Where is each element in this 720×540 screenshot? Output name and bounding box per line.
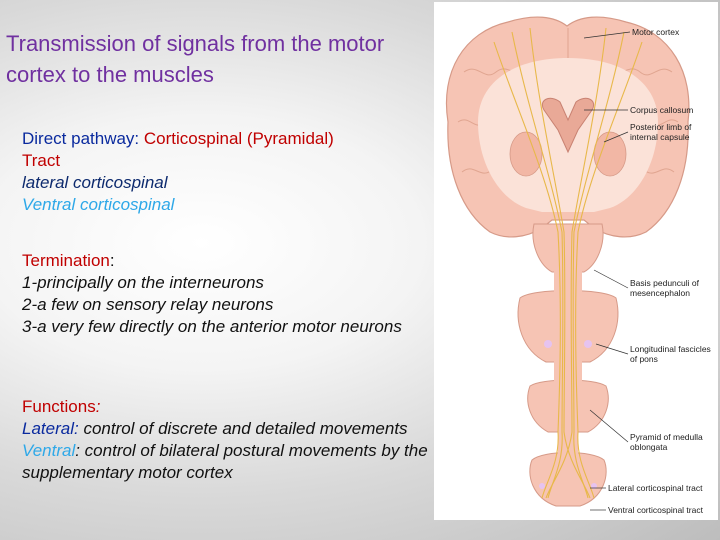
- tract-word: Tract: [22, 151, 61, 170]
- lateral-function-label: Lateral:: [22, 419, 79, 438]
- termination-item: 2-a few on sensory relay neurons: [22, 295, 274, 314]
- corpus-callosum-label: Corpus callosum: [630, 105, 694, 115]
- corticospinal-fibers: [493, 27, 643, 499]
- slide-title: Transmission of signals from the motor c…: [6, 31, 385, 87]
- longitudinal-fascicles-label: Longitudinal fascicles of pons: [630, 344, 711, 364]
- direct-pathway-block: Direct pathway: Corticospinal (Pyramidal…: [22, 128, 442, 216]
- termination-colon: :: [109, 251, 115, 270]
- termination-block: Termination: 1-principally on the intern…: [22, 250, 442, 338]
- pons-shape: [517, 290, 619, 363]
- functions-colon: :: [95, 397, 101, 416]
- basis-pedunculi-label: Basis pedunculi of mesencephalon: [630, 278, 699, 298]
- tract-name: Corticospinal (Pyramidal): [143, 129, 334, 148]
- ventral-corticospinal: Ventral corticospinal: [22, 195, 175, 214]
- medulla-shape: [527, 379, 609, 433]
- direct-pathway-label: Direct pathway:: [22, 129, 140, 148]
- ventral-function-label: Ventral: [22, 441, 76, 460]
- brain-section-drawing: [446, 16, 690, 511]
- posterior-limb-label: Posterior limb of internal capsule: [630, 122, 692, 142]
- corticospinal-tract-illustration: Motor cortex Corpus callosum Posterior l…: [434, 2, 718, 520]
- termination-label: Termination: [22, 251, 110, 270]
- motor-cortex-label: Motor cortex: [632, 27, 680, 37]
- functions-block: Functions: Lateral: control of discrete …: [22, 396, 442, 484]
- termination-item: 3-a very few directly on the anterior mo…: [22, 317, 402, 336]
- spinal-cord-shape: [529, 452, 607, 507]
- lateral-corticospinal: lateral corticospinal: [22, 173, 168, 192]
- ventral-function-text: : control of bilateral postural movement…: [22, 441, 428, 482]
- functions-label: Functions: [22, 397, 96, 416]
- label-leaders: [583, 31, 631, 511]
- termination-item: 1-principally on the interneurons: [22, 273, 264, 292]
- midbrain-shape: [532, 223, 604, 273]
- lateral-function-text: control of discrete and detailed movemen…: [83, 419, 408, 438]
- ventral-tract-label: Ventral corticospinal tract: [608, 505, 703, 515]
- pyramid-label: Pyramid of medulla oblongata: [630, 432, 703, 452]
- lateral-tract-label: Lateral corticospinal tract: [608, 483, 703, 493]
